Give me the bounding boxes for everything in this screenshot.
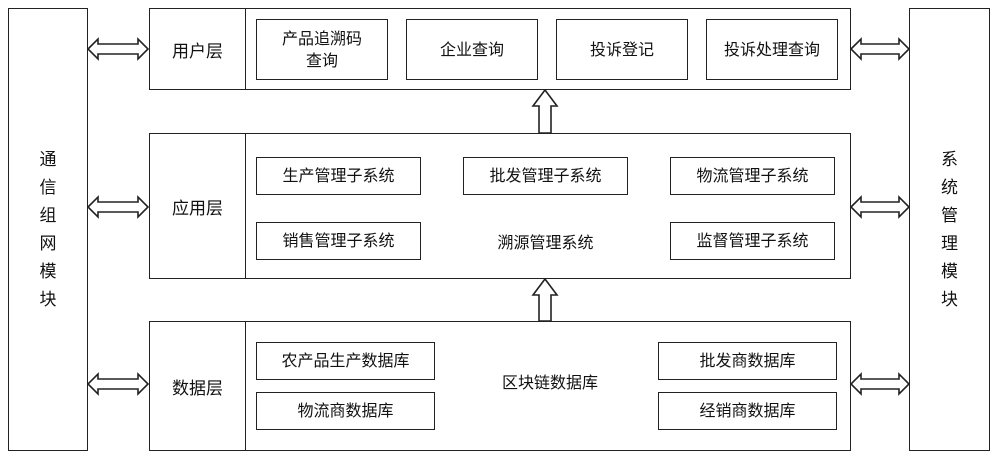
left-user-arrow [86, 37, 150, 61]
right-user-arrow [849, 37, 911, 61]
application-layer-label: 应用层 [150, 134, 246, 278]
app-item-sales: 销售管理子系统 [256, 222, 421, 260]
user-item-complaint-handling: 投诉处理查询 [706, 19, 838, 80]
up-arrow-app-to-user [531, 88, 559, 134]
user-item-company-query: 企业查询 [406, 19, 538, 80]
data-item-agri-production-db: 农产品生产数据库 [256, 342, 435, 380]
user-layer-label: 用户层 [150, 9, 246, 89]
right-data-arrow [849, 372, 911, 396]
communication-network-module: 通信组网模块 [8, 8, 88, 451]
app-item-wholesale: 批发管理子系统 [463, 157, 628, 195]
left-app-arrow [86, 195, 150, 219]
data-item-logistics-db: 物流商数据库 [256, 392, 435, 430]
up-arrow-data-to-app [531, 277, 559, 322]
blockchain-database: 区块链数据库 [501, 373, 598, 392]
right-app-arrow [849, 195, 911, 219]
data-layer-label: 数据层 [150, 322, 246, 450]
system-management-module-label: 系统管理模块 [941, 149, 958, 310]
app-item-supervision: 监督管理子系统 [670, 222, 835, 260]
app-item-logistics: 物流管理子系统 [670, 157, 835, 195]
data-item-wholesaler-db: 批发商数据库 [658, 342, 837, 380]
left-data-arrow [86, 372, 150, 396]
communication-network-module-label: 通信组网模块 [39, 149, 57, 310]
user-item-trace-code: 产品追溯码查询 [256, 19, 388, 80]
data-item-distributor-db: 经销商数据库 [658, 392, 837, 430]
app-item-production: 生产管理子系统 [256, 157, 421, 195]
user-item-complaint-register: 投诉登记 [556, 19, 688, 80]
system-management-module: 系统管理模块 [909, 8, 990, 451]
traceability-management-system: 溯源管理系统 [497, 233, 594, 252]
